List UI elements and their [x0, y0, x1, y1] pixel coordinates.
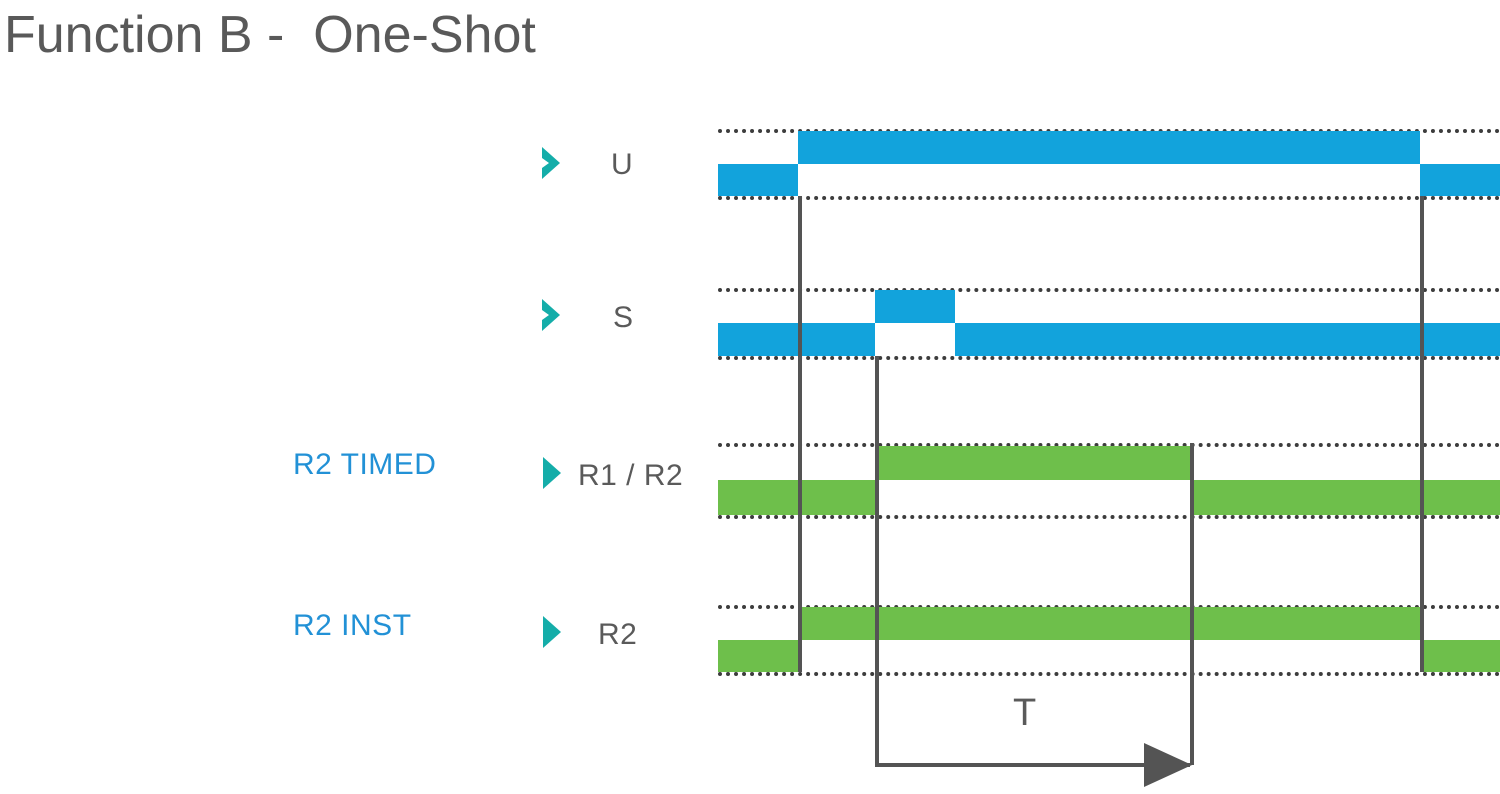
- waveform-segment-u-low-1: [718, 164, 798, 196]
- signal-label-r2: R2: [598, 618, 638, 651]
- guide-line-1: [798, 196, 802, 672]
- waveform-segment-r2-high: [798, 607, 1420, 640]
- rail-s-bottom: [718, 356, 1500, 360]
- chevron-right-icon: [540, 298, 562, 332]
- signal-label-u: U: [611, 148, 634, 181]
- waveform-segment-r1r2-low-2: [1190, 480, 1500, 515]
- page-title: Function B - One-Shot: [4, 6, 536, 64]
- guide-line-3: [1190, 443, 1194, 765]
- waveform-segment-s-low-2: [955, 323, 1500, 356]
- waveform-segment-u-low-2: [1420, 164, 1500, 196]
- waveform-segment-r2-low-1: [718, 640, 798, 672]
- rail-r1r2-bottom: [718, 515, 1500, 519]
- guide-line-2: [875, 356, 879, 765]
- rail-r2-bottom: [718, 672, 1500, 676]
- status-label-r2-inst: R2 INST: [293, 609, 412, 642]
- duration-arrow-head: [1144, 743, 1192, 787]
- chevron-right-icon: [541, 456, 563, 490]
- guide-line-4: [1420, 196, 1424, 672]
- chevron-right-icon: [540, 146, 562, 180]
- waveform-segment-r1r2-low-1: [718, 480, 875, 515]
- signal-label-r1-r2: R1 / R2: [578, 459, 684, 492]
- status-label-r2-timed: R2 TIMED: [293, 448, 437, 481]
- waveform-segment-u-high: [798, 131, 1420, 164]
- rail-s-top: [718, 288, 1500, 292]
- waveform-segment-r1r2-high: [875, 446, 1190, 480]
- waveform-segment-s-low-1: [718, 323, 875, 356]
- duration-arrow-line: [875, 763, 1190, 767]
- duration-label-t: T: [1013, 692, 1037, 734]
- waveform-segment-r2-low-2: [1420, 640, 1500, 672]
- waveform-segment-s-high: [875, 290, 955, 323]
- rail-r1r2-top: [718, 443, 1500, 447]
- rail-u-bottom: [718, 196, 1500, 200]
- signal-label-s: S: [613, 301, 634, 334]
- chevron-right-icon: [541, 615, 563, 649]
